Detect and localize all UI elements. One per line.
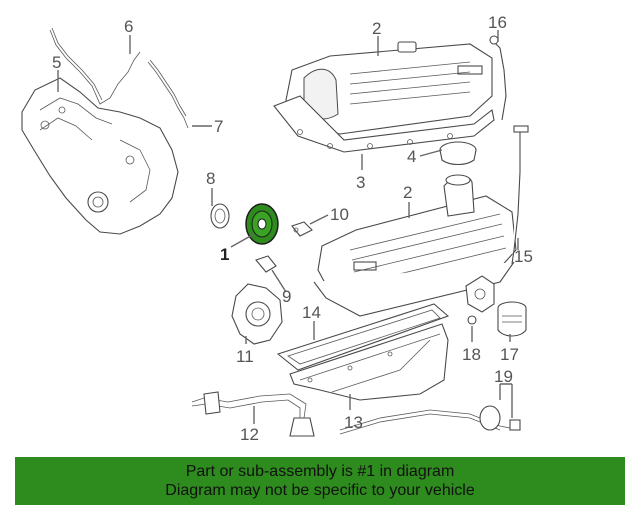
- oil-pan: [289, 323, 449, 401]
- crankshaft-seal: [210, 203, 230, 229]
- info-banner: Part or sub-assembly is #1 in diagram Di…: [15, 457, 625, 505]
- connector: [255, 255, 277, 273]
- callout-17: 17: [500, 345, 519, 364]
- timing-cover: [21, 77, 179, 235]
- callout-14: 14: [302, 303, 321, 322]
- dipstick: [511, 125, 529, 265]
- callout-2-upper: 2: [372, 19, 381, 38]
- valve-cover-lower: [313, 174, 517, 317]
- sensor: [291, 221, 313, 237]
- timing-cover-gaskets: [49, 27, 189, 129]
- oil-filter-adapter: [465, 275, 495, 325]
- valve-cover-upper: [273, 41, 495, 153]
- callout-5: 5: [52, 53, 61, 72]
- callout-4: 4: [407, 147, 416, 166]
- oil-filler-cap: [439, 141, 477, 166]
- oil-pump: [231, 283, 283, 345]
- leader-lines: [57, 30, 519, 424]
- callout-15: 15: [514, 247, 533, 266]
- callout-19: 19: [494, 367, 513, 386]
- oil-pickup-tube: [191, 391, 315, 437]
- oil-filter: [497, 301, 527, 337]
- callout-9: 9: [282, 287, 291, 306]
- callout-12: 12: [240, 425, 259, 444]
- callout-2-lower: 2: [403, 183, 412, 202]
- callout-8: 8: [206, 169, 215, 188]
- callout-18: 18: [462, 345, 481, 364]
- banner-line-2: Diagram may not be specific to your vehi…: [165, 482, 475, 499]
- callout-13: 13: [344, 413, 363, 432]
- dipstick-tube: [489, 35, 507, 121]
- callout-7: 7: [214, 117, 223, 136]
- callout-labels: 1 2 2 3 4 5 6 7 8 9 10 11 12 13 14 15 16…: [52, 13, 533, 444]
- oil-pan-gasket: [276, 303, 450, 371]
- callout-3: 3: [356, 173, 365, 192]
- sensor-harness: [339, 405, 521, 435]
- part-1-pulley-highlight: [245, 203, 279, 245]
- callout-1: 1: [220, 245, 229, 264]
- banner-line-1: Part or sub-assembly is #1 in diagram: [185, 463, 455, 480]
- callout-10: 10: [330, 205, 349, 224]
- callout-16: 16: [488, 13, 507, 32]
- callout-11: 11: [236, 347, 254, 366]
- parts-diagram: 1 2 2 3 4 5 6 7 8 9 10 11 12 13 14 15 16…: [21, 13, 533, 444]
- callout-6: 6: [124, 17, 133, 36]
